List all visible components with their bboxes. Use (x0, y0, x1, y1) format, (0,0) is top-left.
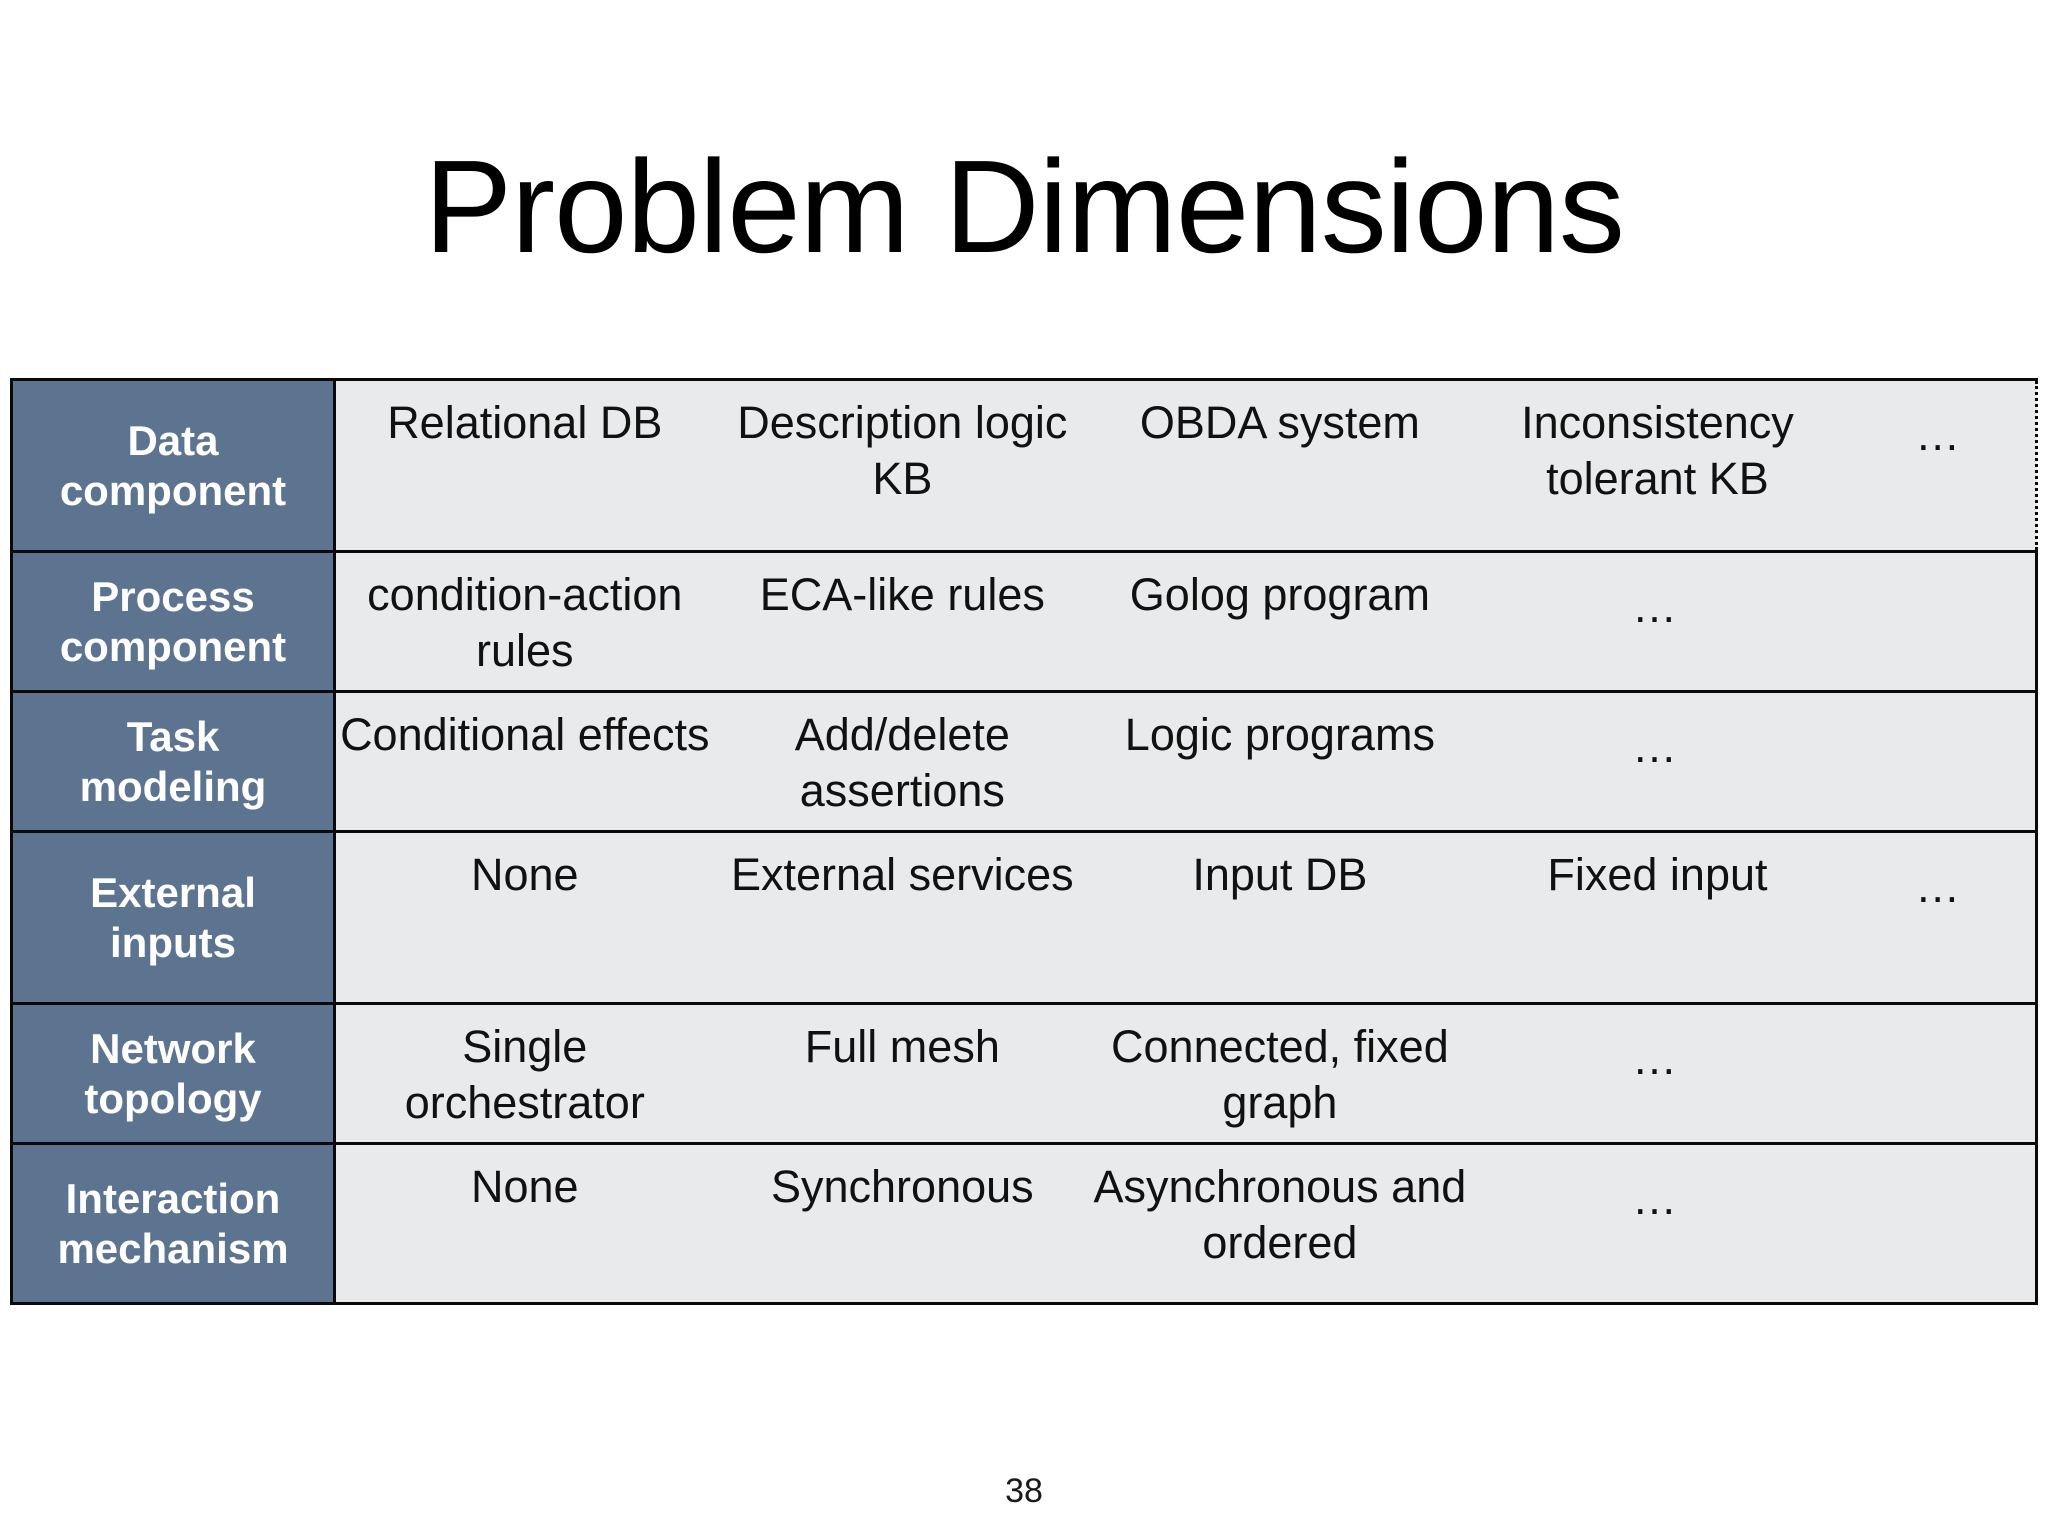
cell-ellipsis: … (1631, 581, 1683, 632)
cell-ellipsis: … (1915, 409, 1967, 460)
row-header-process-component: Process component (10, 550, 336, 693)
table-row: Task modeling Conditional effects Add/de… (10, 690, 2038, 833)
cell-ellipsis: … (1631, 1173, 1683, 1224)
cell-value: Add/delete assertions (794, 709, 1010, 817)
row-header-line-1: External (90, 868, 256, 916)
value-grid: Relational DB Description logic KB OBDA … (336, 381, 2035, 550)
table-row: Network topology Single orchestrator Ful… (10, 1002, 2038, 1145)
row-header-line-2: inputs (110, 918, 236, 966)
cell-value: Input DB (1192, 849, 1368, 900)
cell-value: Conditional effects (340, 709, 710, 760)
page-number: 38 (1005, 1472, 1043, 1510)
row-header-external-inputs: External inputs (10, 830, 336, 1005)
cell-value: Inconsistency tolerant KB (1521, 397, 1794, 505)
cell-value: Fixed input (1547, 849, 1768, 900)
cell-value: None (470, 849, 579, 900)
value-grid: None External services Input DB Fixed in… (336, 833, 2035, 1002)
row-values-interaction-mechanism: None Synchronous Asynchronous and ordere… (334, 1142, 2038, 1305)
page-title: Problem Dimensions (424, 133, 1625, 280)
cell-value: Golog program (1129, 569, 1430, 620)
table-row: Process component condition-action rules… (10, 550, 2038, 693)
row-values-task-modeling: Conditional effects Add/delete assertion… (334, 690, 2038, 833)
row-values-process-component: condition-action rules ECA-like rules Go… (334, 550, 2038, 693)
row-values-external-inputs: None External services Input DB Fixed in… (334, 830, 2038, 1005)
row-header-data-component: Data component (10, 378, 336, 553)
row-header-line-2: mechanism (57, 1224, 289, 1272)
cell-value: External services (731, 849, 1074, 900)
row-header-line-1: Task (126, 712, 220, 760)
cell-value: Single orchestrator (404, 1021, 645, 1129)
row-header-line-2: component (59, 466, 287, 514)
cell-value: None (470, 1161, 579, 1212)
cell-ellipsis: … (1915, 861, 1967, 912)
table-row: Interaction mechanism None Synchronous A… (10, 1142, 2038, 1305)
cell-ellipsis: … (1631, 721, 1683, 772)
row-header-line-2: component (59, 622, 287, 670)
row-values-data-component: Relational DB Description logic KB OBDA … (334, 378, 2038, 553)
cell-value: Connected, fixed graph (1111, 1021, 1449, 1129)
cell-ellipsis: … (1631, 1033, 1683, 1084)
row-header-line-1: Network (90, 1024, 256, 1072)
value-grid: Single orchestrator Full mesh Connected,… (336, 1005, 2035, 1142)
cell-value: condition-action rules (367, 569, 683, 677)
cell-value: ECA-like rules (759, 569, 1045, 620)
cell-value: Relational DB (387, 397, 663, 448)
row-header-task-modeling: Task modeling (10, 690, 336, 833)
value-grid: Conditional effects Add/delete assertion… (336, 693, 2035, 830)
cell-value: Asynchronous and ordered (1093, 1161, 1467, 1269)
row-header-network-topology: Network topology (10, 1002, 336, 1145)
row-header-line-2: topology (84, 1074, 262, 1122)
row-header-line-1: Process (91, 572, 255, 620)
cell-value: Full mesh (804, 1021, 1000, 1072)
row-header-line-2: modeling (79, 762, 267, 810)
row-header-line-1: Data (127, 416, 219, 464)
problem-dimensions-table: Data component Relational DB Description… (10, 378, 2038, 1305)
cell-value: Logic programs (1124, 709, 1435, 760)
problem-dimensions-table-wrapper: Data component Relational DB Description… (10, 378, 2038, 1305)
value-grid: condition-action rules ECA-like rules Go… (336, 553, 2035, 690)
cell-value: OBDA system (1139, 397, 1420, 448)
cell-value: Synchronous (770, 1161, 1034, 1212)
row-header-line-1: Interaction (65, 1174, 281, 1222)
table-row: External inputs None External services I… (10, 830, 2038, 1005)
value-grid: None Synchronous Asynchronous and ordere… (336, 1145, 2035, 1302)
row-header-interaction-mechanism: Interaction mechanism (10, 1142, 336, 1305)
row-values-network-topology: Single orchestrator Full mesh Connected,… (334, 1002, 2038, 1145)
table-row: Data component Relational DB Description… (10, 378, 2038, 553)
cell-value: Description logic KB (737, 397, 1068, 505)
